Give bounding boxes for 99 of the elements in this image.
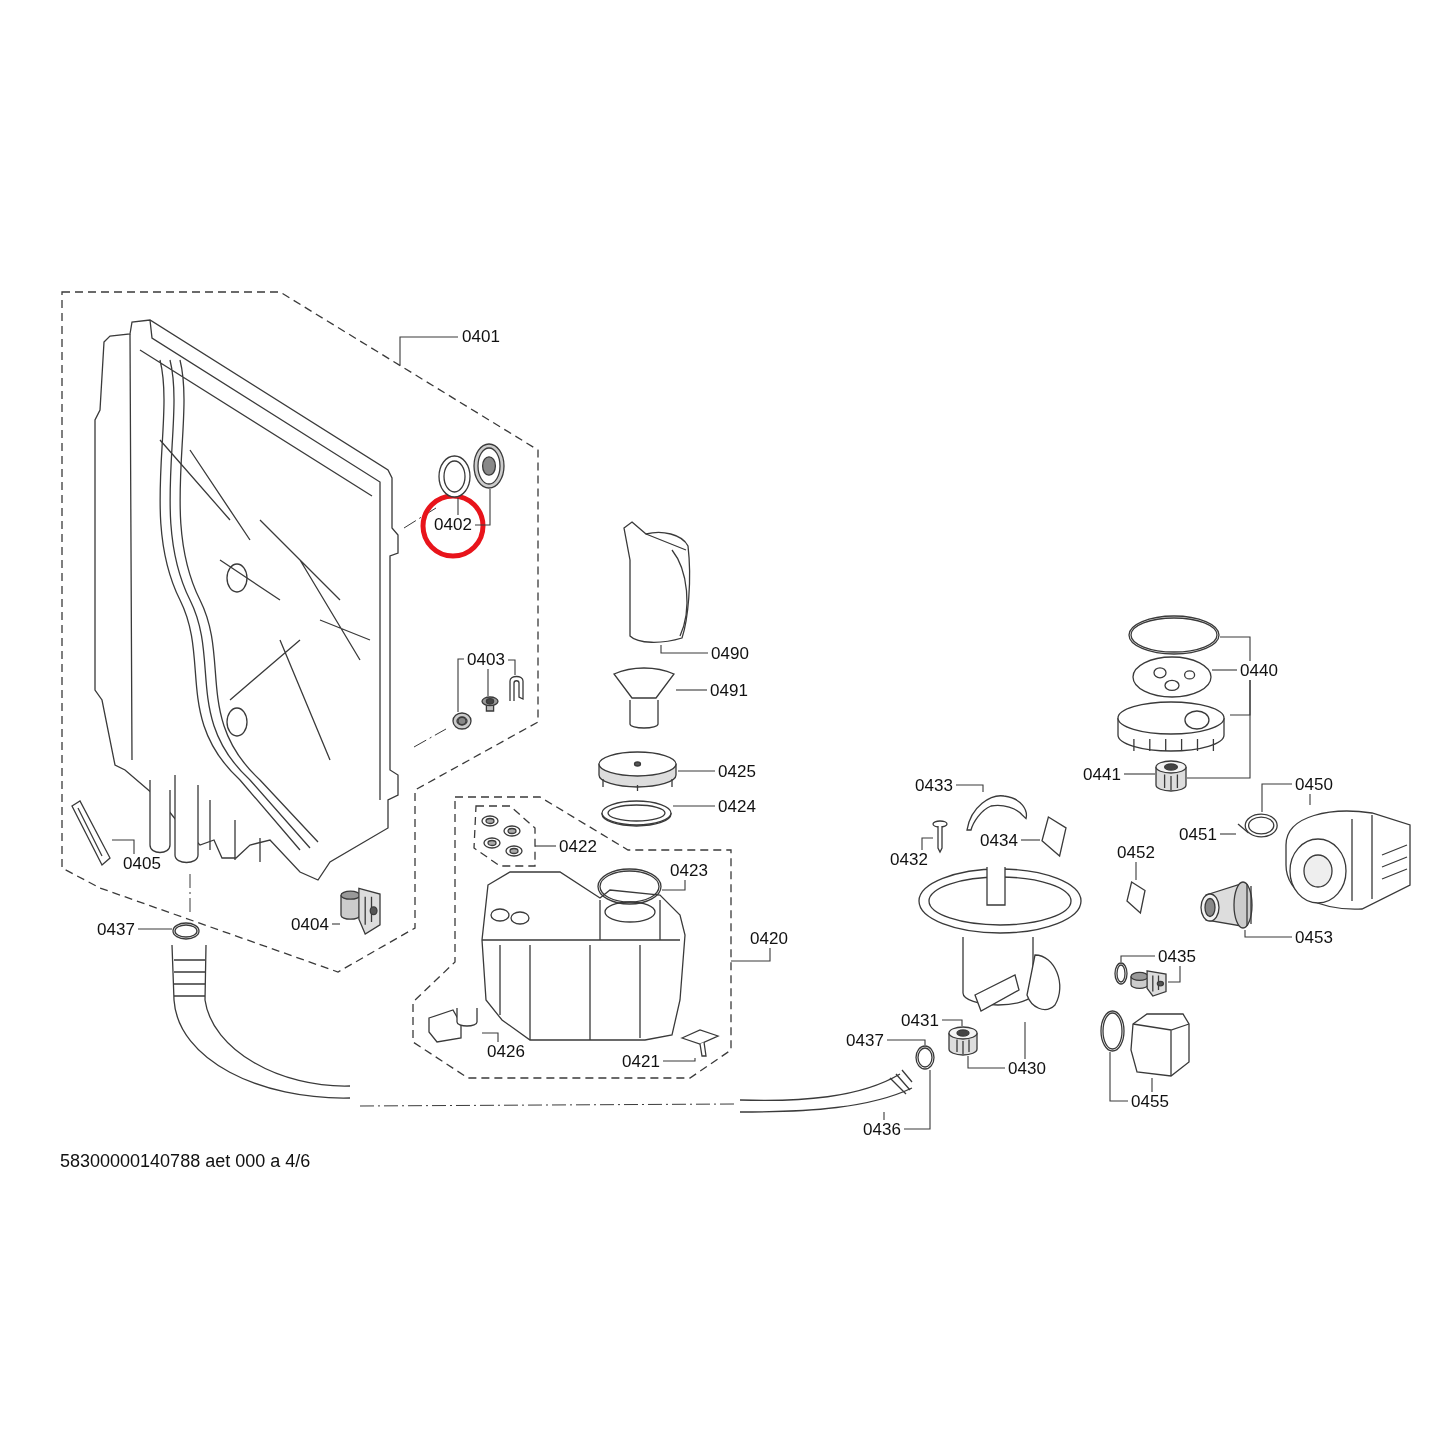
drawing-number: 58300000140788 aet 000 a 4/6 [60,1151,311,1172]
callout-number: 0426 [484,1042,528,1061]
funnel-jug-drawing [622,520,690,645]
leader-line [662,1057,696,1062]
sealing-ring-drawing [172,922,200,940]
funnel-drawing [612,668,676,730]
callout-number: 0421 [619,1052,663,1071]
callout-number: 0455 [1128,1092,1172,1111]
filter-drawing [948,1026,978,1056]
screw-drawing [933,820,947,852]
o-ring-drawing [1100,1010,1125,1052]
callout-number: 0440 [1237,661,1281,680]
leader-line [883,1111,885,1121]
nut-drawing [473,443,505,489]
leader-line [886,1039,926,1046]
callout-number: 0420 [747,929,791,948]
drain-pump-drawing [1127,1010,1192,1078]
arc-seal-drawing [965,792,1030,830]
callout-number: 0437 [843,1031,887,1050]
leader-line [534,845,557,847]
leader-line [1261,783,1293,813]
latch-drawing [1125,880,1147,915]
leader-line [1120,955,1156,963]
leader-line [903,1069,931,1130]
blade-drawing [70,800,112,866]
o-ring-drawing [597,868,662,905]
leader-line [481,1032,499,1043]
leader-line [1123,773,1156,775]
callout-number: 0437 [94,920,138,939]
callout-number: 0431 [898,1011,942,1030]
leader-line [1020,839,1041,841]
clip-drawing [508,675,525,701]
leader-line [331,923,341,925]
leader-line [955,784,984,793]
leader-line [921,837,934,851]
callout-number: 0402 [431,515,475,535]
leader-line [1219,833,1237,835]
callout-number: 0423 [667,861,711,880]
leader-line [661,879,686,891]
callout-number: 0401 [458,327,504,347]
leader-line [1024,1021,1026,1060]
leader-line [941,1019,963,1027]
pipe-connector-drawing [1200,880,1255,930]
leader-line [137,928,173,930]
callout-number: 0422 [556,837,600,856]
leader-line [1309,793,1311,806]
impeller-drawing [1155,760,1187,792]
callout-number: 0425 [715,762,759,781]
sealing-ring-drawing [915,1045,935,1070]
callout-number: 0441 [1080,765,1124,784]
callout-number: 0435 [1155,947,1199,966]
leader-line [474,488,491,526]
cover-drawing [1132,656,1212,698]
leader-line [660,644,709,654]
leader-line [1109,1051,1129,1102]
leader-line [672,805,716,807]
leader-line [1244,929,1293,938]
callout-number: 0491 [707,681,751,700]
gasket-ring-drawing [438,455,471,498]
leader-line [1167,965,1181,983]
leader-line [1186,679,1251,779]
callout-number: 0451 [1176,825,1220,844]
callout-number: 0405 [120,854,164,873]
leader-line [967,1055,1006,1069]
callout-number: 0433 [912,776,956,795]
flap-drawing [1040,815,1068,858]
callout-number: 0490 [708,644,752,663]
leader-line [677,770,716,772]
callout-number: 0404 [288,915,332,934]
leader-line [1151,1077,1153,1093]
leader-line [487,668,489,697]
threaded-ring-drawing [600,797,673,830]
plug-drawing [481,696,499,712]
leader-line [399,336,459,367]
bracket-drawing [680,1028,720,1058]
callout-number: 0430 [1005,1059,1049,1078]
callout-number: 0436 [860,1120,904,1139]
leader-line [1211,669,1238,671]
cap-drawing [597,748,678,793]
callout-number: 0403 [464,650,508,669]
leader-line [675,689,708,691]
assembly-outline [474,806,535,866]
leader-line [111,839,135,855]
leader-line [457,497,459,516]
o-ring-drawing [1114,962,1128,985]
callout-number: 0450 [1292,775,1336,794]
leader-line [730,947,771,962]
callout-number: 0434 [977,831,1021,850]
callout-number: 0452 [1114,843,1158,862]
seal-drawing [452,712,472,730]
leader-line [1219,636,1251,662]
o-ring-drawing [1128,615,1220,655]
assembly-outline [62,292,538,972]
leader-line [507,659,516,676]
callout-number: 0424 [715,797,759,816]
callout-number: 0453 [1292,928,1336,947]
leader-line [1135,861,1137,881]
leader-line [457,658,465,713]
callout-number: 0432 [887,850,931,869]
